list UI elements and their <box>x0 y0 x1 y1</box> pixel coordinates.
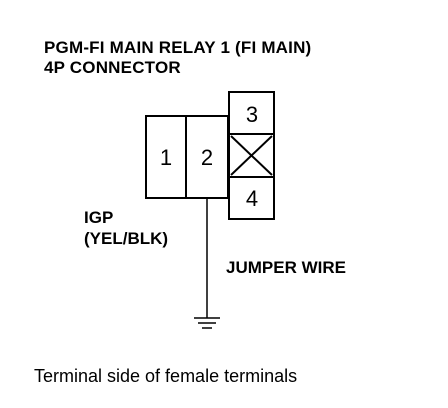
jumper-wire-label: JUMPER WIRE <box>226 258 346 277</box>
blank-cavity-mark <box>230 135 273 176</box>
terminal-1-label: 1 <box>160 145 172 170</box>
wire-color-label: (YEL/BLK) <box>84 229 169 248</box>
terminal-3-label: 3 <box>246 102 258 127</box>
terminal-2-label: 2 <box>201 145 213 170</box>
terminal-4-label: 4 <box>246 186 258 211</box>
diagram-title: PGM-FI MAIN RELAY 1 (FI MAIN) <box>44 38 312 57</box>
connector-right-column <box>228 91 275 220</box>
igp-label: IGP <box>84 208 114 227</box>
ground-icon <box>194 317 220 329</box>
connector-type-label: 4P CONNECTOR <box>44 58 181 77</box>
diagram-caption: Terminal side of female terminals <box>34 366 298 386</box>
